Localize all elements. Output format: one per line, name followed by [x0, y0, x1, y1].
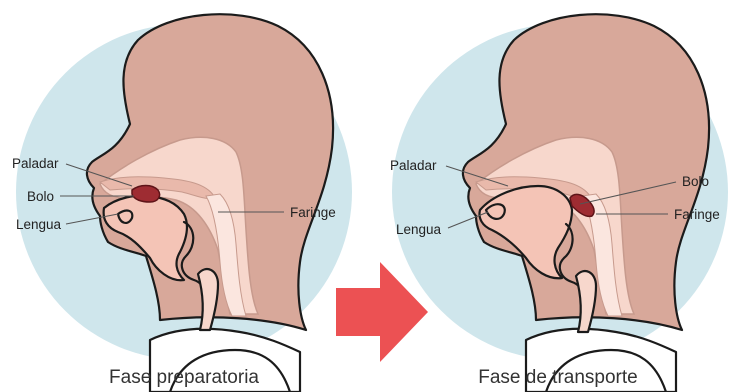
right-tongue-label: Lengua	[396, 222, 442, 237]
right-palate-label: Paladar	[390, 158, 437, 173]
left-caption: Fase preparatoria	[109, 367, 259, 388]
left-tongue-label: Lengua	[16, 217, 62, 232]
left-palate-label: Paladar	[12, 156, 59, 171]
right-arrow-icon	[336, 262, 428, 362]
right-bolus-label: Bolo	[682, 174, 709, 189]
right-panel: Paladar Bolo Lengua Faringe Fase de tran…	[390, 14, 728, 392]
left-pharynx-label: Faringe	[290, 205, 336, 220]
left-panel: Paladar Bolo Lengua Faringe Fase prepara…	[12, 14, 352, 392]
right-pharynx-label: Faringe	[674, 207, 720, 222]
left-bolus-label: Bolo	[27, 189, 54, 204]
right-caption: Fase de transporte	[478, 367, 637, 388]
left-bolus	[132, 186, 160, 203]
